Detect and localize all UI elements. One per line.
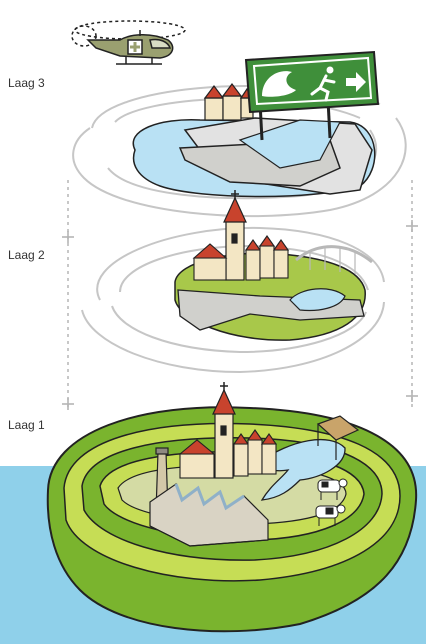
church-icon [224,190,246,280]
layer-3-island [133,52,378,197]
layer-3-houses [205,84,253,120]
helicopter-icon [72,21,185,64]
church-icon [213,382,235,478]
layer-3-label: Laag 3 [8,76,45,90]
layer-1-label: Laag 1 [8,418,45,432]
layer-1-island [48,382,416,631]
layer-2-island [175,190,372,340]
layer-2-label: Laag 2 [8,248,45,262]
